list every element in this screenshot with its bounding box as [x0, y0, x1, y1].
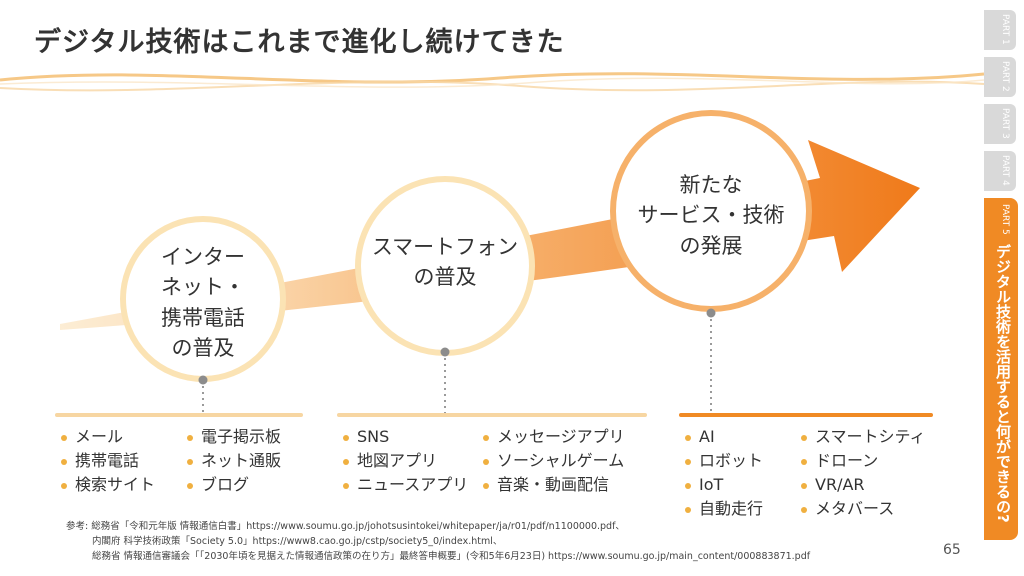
item-list: SNS 地図アプリ ニュースアプリ — [337, 425, 477, 497]
circle-label-new-services: 新たな サービス・技術 の発展 — [637, 173, 785, 258]
group-divider — [337, 413, 647, 417]
circle-label-internet: インター ネット・ 携帯電話 の普及 — [161, 245, 245, 361]
item-list: 電子掲示板 ネット通販 ブログ — [181, 425, 281, 497]
list-item: 自動走行 — [679, 497, 795, 521]
group-new-services: AI ロボット IoT 自動走行 スマートシティ ドローン VR/AR メタバー… — [679, 413, 933, 521]
list-item: スマートシティ — [795, 425, 926, 449]
tab-part-2[interactable]: PART 2 — [984, 57, 1016, 97]
list-item: AI — [679, 425, 795, 449]
list-item: VR/AR — [795, 473, 926, 497]
group-internet: メール 携帯電話 検索サイト 電子掲示板 ネット通販 ブログ — [55, 413, 303, 497]
list-item: メッセージアプリ — [477, 425, 625, 449]
list-item: 音楽・動画配信 — [477, 473, 625, 497]
stem-dot — [198, 375, 208, 385]
part-sidebar: PART 1 PART 2 PART 3 PART 4 PART 5 デジタル技… — [984, 0, 1024, 576]
list-item: ソーシャルゲーム — [477, 449, 625, 473]
group-smartphone: SNS 地図アプリ ニュースアプリ メッセージアプリ ソーシャルゲーム 音楽・動… — [337, 413, 647, 497]
list-item: ドローン — [795, 449, 926, 473]
tab-part-3[interactable]: PART 3 — [984, 104, 1016, 144]
list-item: メール — [55, 425, 181, 449]
list-item: 地図アプリ — [337, 449, 477, 473]
list-item: 携帯電話 — [55, 449, 181, 473]
connector-stems — [202, 313, 712, 413]
list-item: SNS — [337, 425, 477, 449]
list-item: ブログ — [181, 473, 281, 497]
header-wave-line — [0, 77, 984, 88]
item-list: AI ロボット IoT 自動走行 — [679, 425, 795, 521]
list-item: メタバース — [795, 497, 926, 521]
list-item: 電子掲示板 — [181, 425, 281, 449]
list-item: ネット通販 — [181, 449, 281, 473]
item-list: スマートシティ ドローン VR/AR メタバース — [795, 425, 926, 521]
tab-part-4[interactable]: PART 4 — [984, 151, 1016, 191]
page-number: 65 — [943, 542, 961, 558]
circle-label-smartphone: スマートフォン の普及 — [371, 235, 519, 290]
item-list: メッセージアプリ ソーシャルゲーム 音楽・動画配信 — [477, 425, 625, 497]
tab-part-5[interactable]: PART 5 デジタル技術を活用すると何ができるの? — [984, 198, 1018, 540]
reference-line: 総務省 情報通信審議会「「2030年頃を見据えた情報通信政策の在り方」最終答申概… — [92, 551, 811, 562]
part-title: デジタル技術を活用すると何ができるの? — [994, 244, 1012, 523]
references: 参考: 総務省「令和元年版 情報通信白書」https://www.soumu.g… — [66, 519, 810, 564]
item-list: メール 携帯電話 検索サイト — [55, 425, 181, 497]
stem-dot — [440, 347, 450, 357]
group-divider — [679, 413, 933, 417]
list-item: ニュースアプリ — [337, 473, 477, 497]
list-item: ロボット — [679, 449, 795, 473]
reference-line: 参考: 総務省「令和元年版 情報通信白書」https://www.soumu.g… — [66, 521, 625, 532]
header-wave-line — [0, 72, 984, 84]
tab-part-1[interactable]: PART 1 — [984, 10, 1016, 50]
reference-line: 内閣府 科学技術政策「Society 5.0」https://www8.cao.… — [92, 536, 503, 547]
page-title: デジタル技術はこれまで進化し続けてきた — [34, 27, 565, 58]
timeline-graphic — [0, 72, 984, 413]
list-item: IoT — [679, 473, 795, 497]
group-divider — [55, 413, 303, 417]
stem-dot — [706, 308, 716, 318]
list-item: 検索サイト — [55, 473, 181, 497]
